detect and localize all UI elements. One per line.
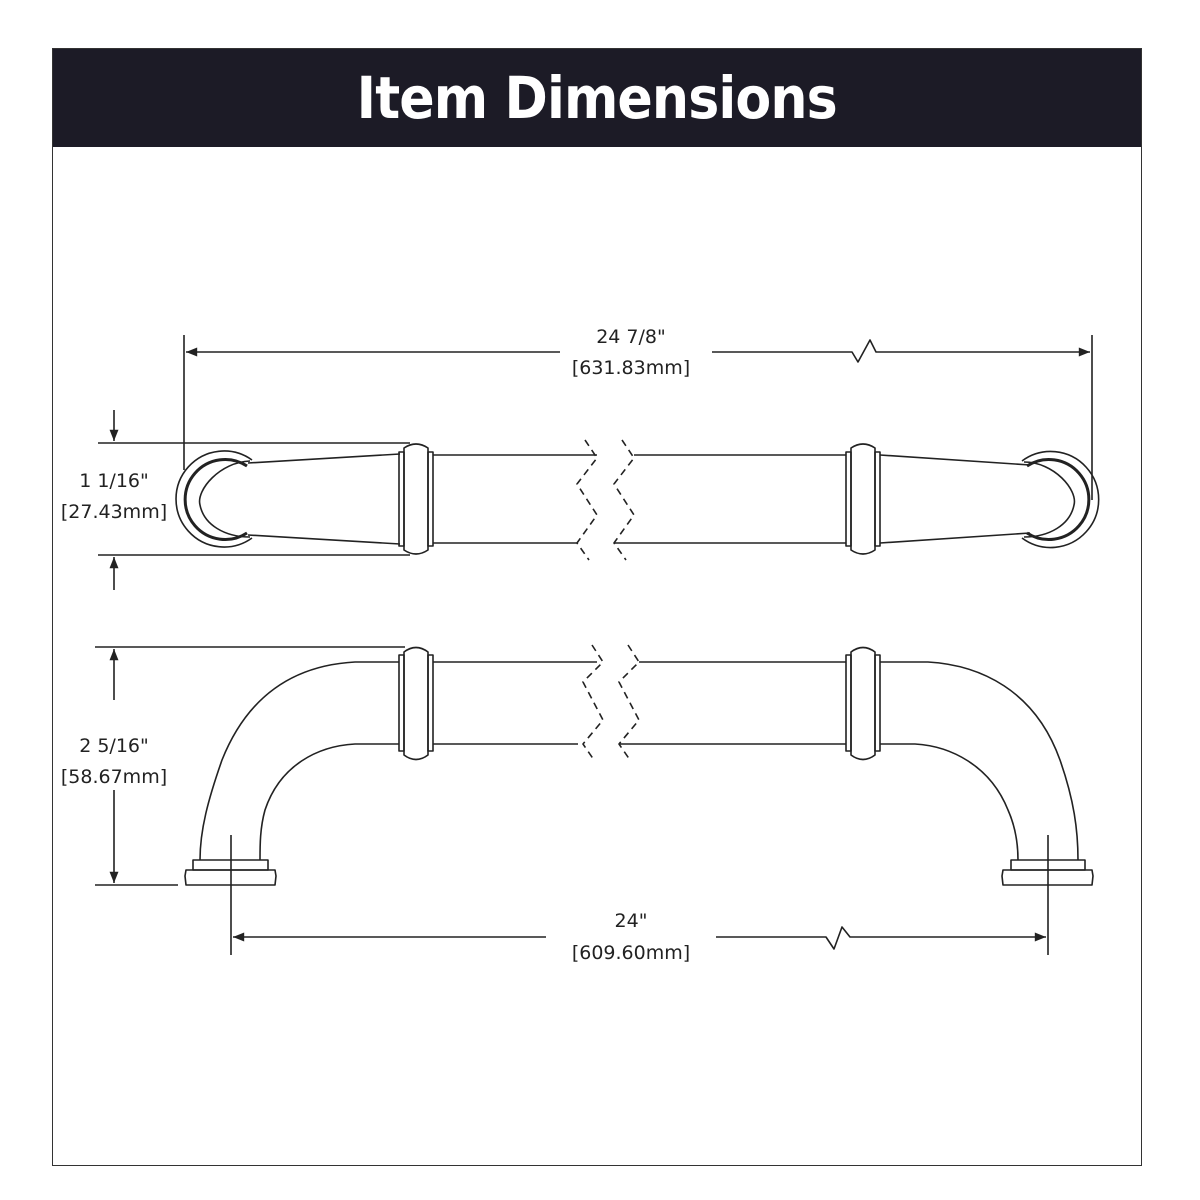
projection-metric: [58.67mm] [61,766,167,788]
side-view: 2 5/16" [58.67mm] [61,644,1094,955]
overall-length-dimension: 24 7/8" [631.83mm] [183,326,1093,500]
overall-length-imperial: 24 7/8" [596,326,666,348]
projection-imperial: 2 5/16" [79,735,149,757]
diameter-metric: [27.43mm] [61,501,167,523]
top-view: 1 1/16" [27.43mm] [61,410,1100,590]
diagram-frame: Item Dimensions [52,48,1142,1166]
header-banner: Item Dimensions [53,49,1141,147]
diameter-imperial: 1 1/16" [79,470,149,492]
center-to-center-imperial: 24" [615,910,648,932]
center-to-center-dimension: 24" [609.60mm] [233,910,1046,964]
overall-length-metric: [631.83mm] [572,357,690,379]
center-to-center-metric: [609.60mm] [572,942,690,964]
page-title: Item Dimensions [356,64,838,132]
